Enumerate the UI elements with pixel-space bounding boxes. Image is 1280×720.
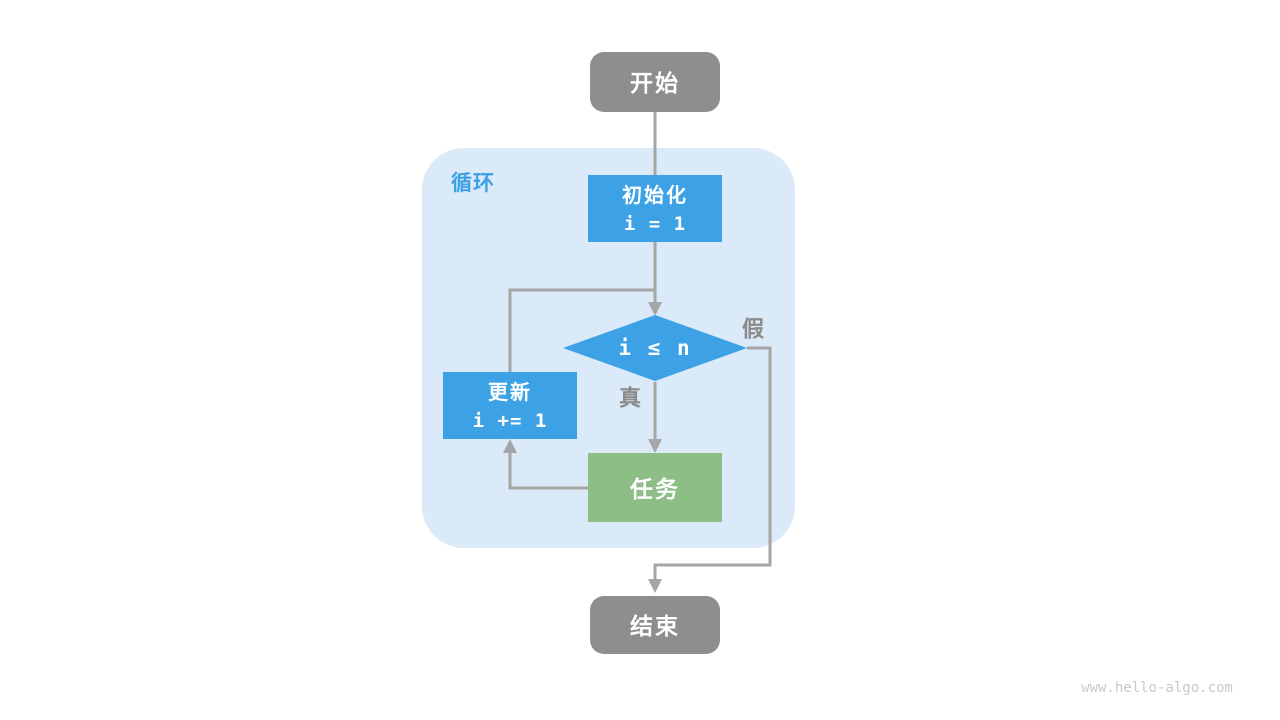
arrowhead-into-update-icon	[503, 439, 517, 453]
start-node-label: 开始	[630, 70, 680, 96]
arrowhead-into-task-icon	[648, 439, 662, 453]
init-node	[588, 175, 722, 242]
update-node-code: i += 1	[473, 410, 548, 432]
end-node	[590, 596, 720, 654]
task-node	[588, 453, 722, 522]
edge-update-to-junction	[508, 288, 656, 372]
init-node-code: i = 1	[624, 213, 686, 235]
init-node-label: 初始化	[622, 183, 688, 207]
update-node	[443, 372, 577, 439]
condition-node-label: i ≤ n	[618, 336, 691, 360]
watermark: www.hello-algo.com	[1081, 680, 1233, 696]
task-node-label: 任务	[629, 476, 680, 502]
edge-condition-false-to-end	[653, 346, 772, 580]
false-edge-label: 假	[742, 317, 764, 342]
loop-container-label: 循环	[451, 171, 495, 195]
end-node-label: 结束	[630, 613, 680, 639]
true-edge-label: 真	[619, 386, 641, 411]
arrowhead-into-end-icon	[648, 579, 662, 593]
start-node	[590, 52, 720, 112]
arrowhead-into-condition-icon	[648, 302, 662, 316]
edge-task-to-update	[508, 453, 588, 490]
update-node-label: 更新	[488, 380, 532, 404]
condition-node	[563, 315, 747, 381]
